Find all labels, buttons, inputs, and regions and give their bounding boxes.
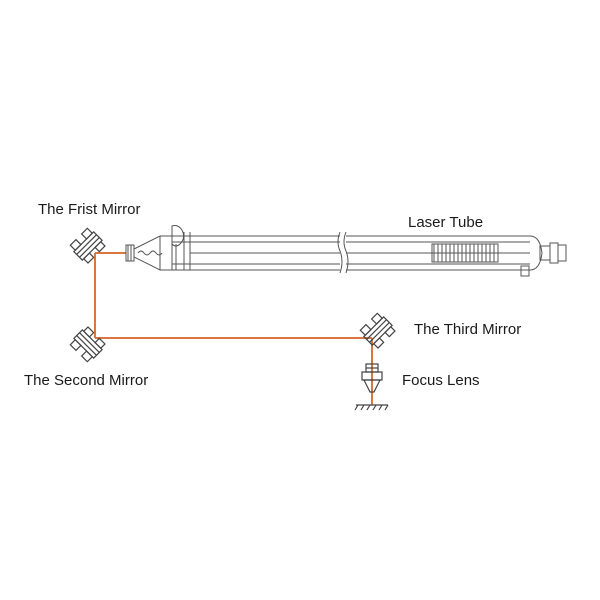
first-mirror [69, 227, 106, 264]
tube-rear-cap [529, 235, 543, 271]
laser-tube-label: Laser Tube [408, 214, 484, 231]
tube-coil [431, 243, 499, 263]
third-mirror-label: The Third Mirror [414, 321, 522, 338]
tube-front-fitting [171, 225, 185, 247]
focus-lens-label: Focus Lens [402, 372, 480, 389]
tube-front-spring [137, 250, 163, 256]
third-mirror [359, 312, 396, 349]
tube-break-marks [337, 231, 343, 274]
focus-lens [354, 363, 389, 411]
second-mirror-label: The Second Mirror [24, 372, 149, 389]
first-mirror-label: The Frist Mirror [38, 201, 141, 218]
second-mirror [69, 326, 106, 363]
laser-tube [125, 225, 567, 277]
tube-front-connector [125, 244, 135, 262]
